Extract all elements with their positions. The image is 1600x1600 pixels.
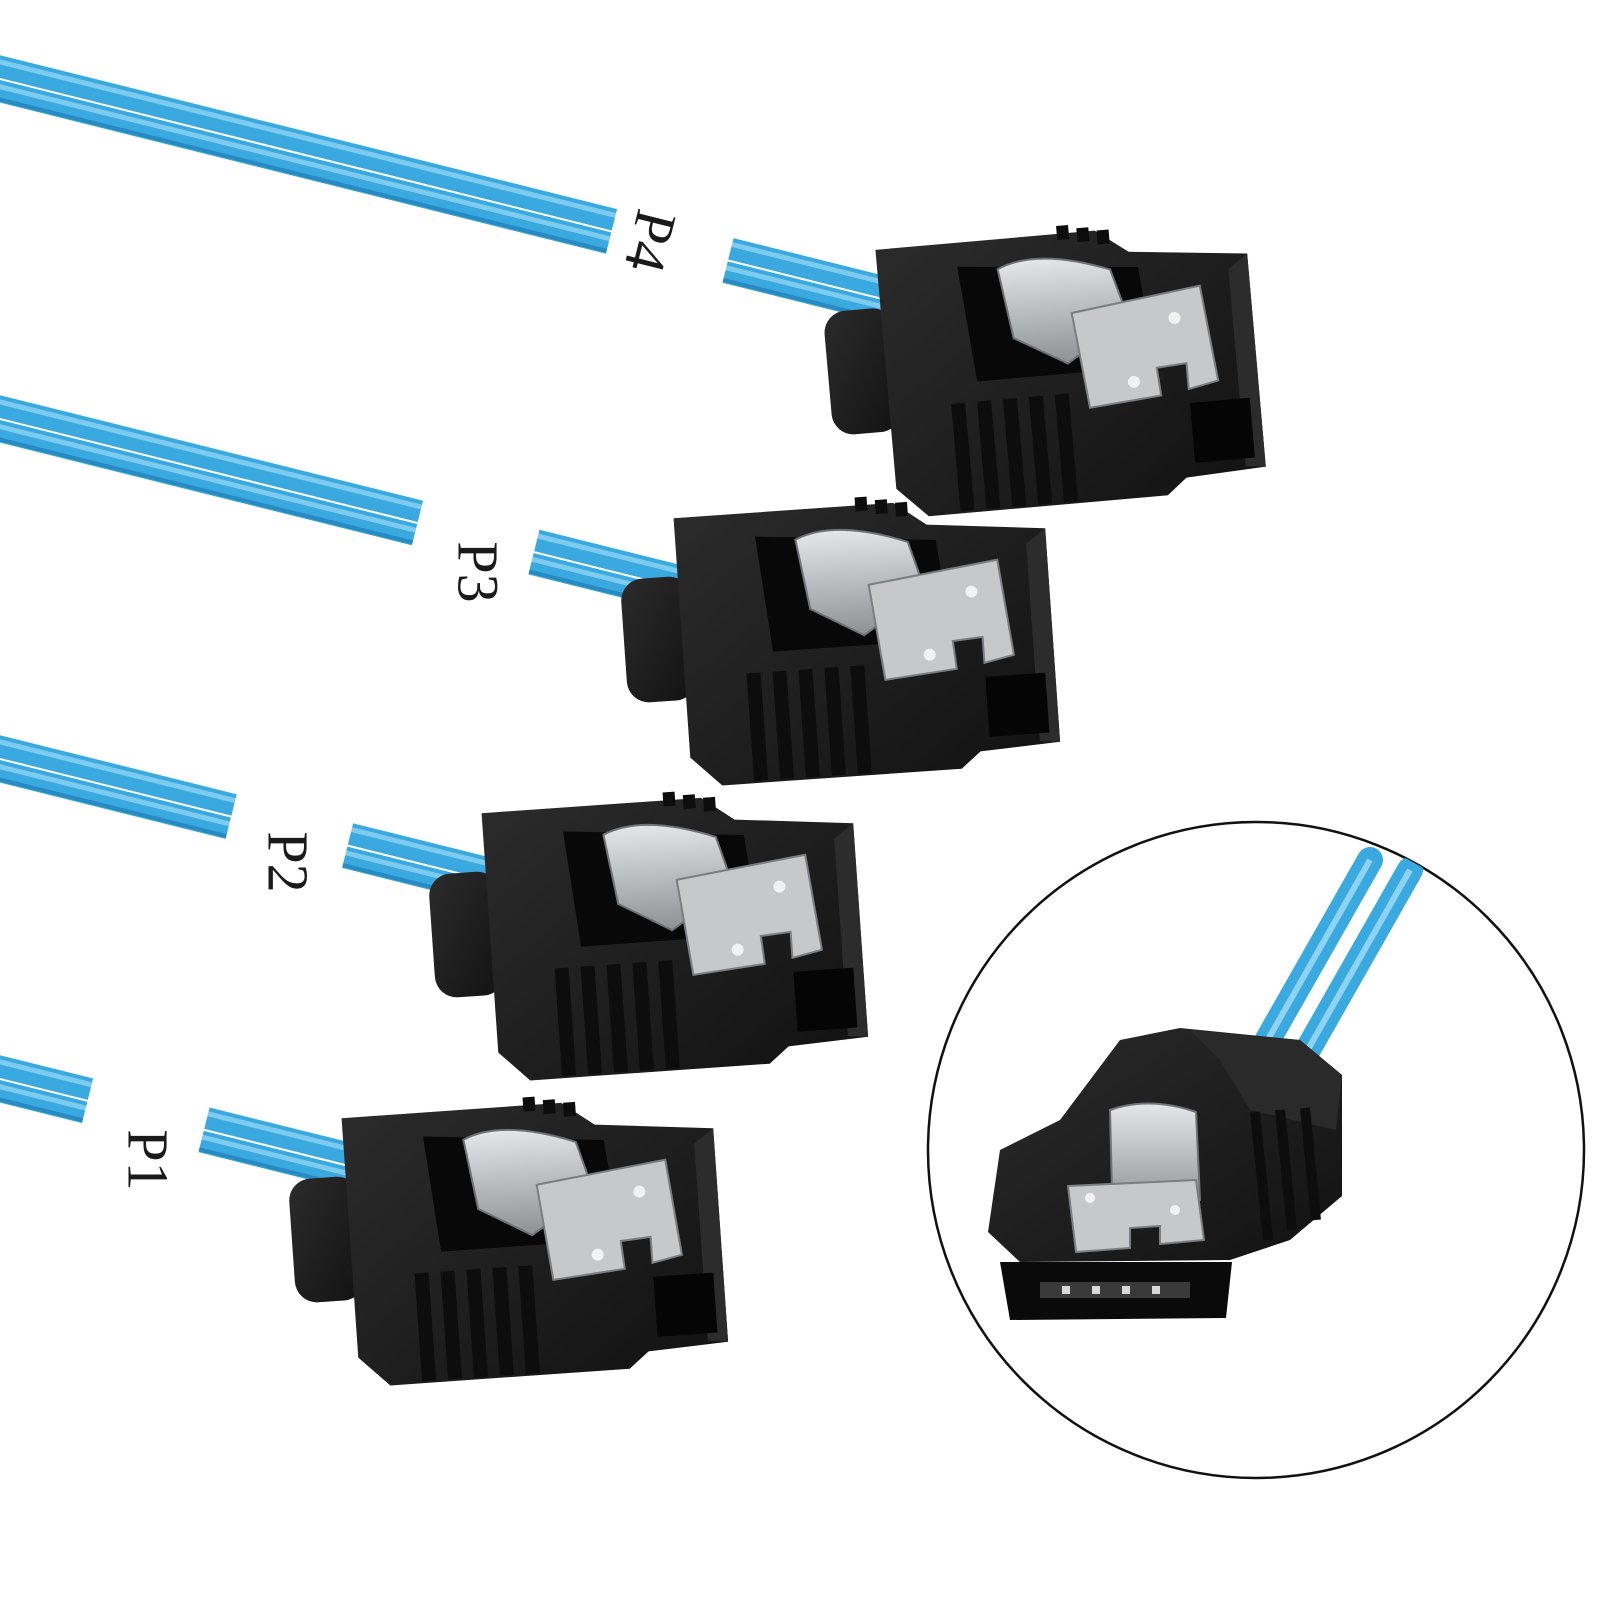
port-label-p4-text: P4 (612, 204, 690, 279)
port-label-p2 (222, 781, 356, 885)
port-label-p4 (603, 194, 737, 298)
cable-p1: P1 (0, 1047, 731, 1393)
detail-inset (926, 820, 1586, 1480)
port-label-p3-text: P3 (446, 541, 511, 602)
cable-p2: P2 (0, 727, 871, 1088)
port-label-p2-text: P2 (256, 831, 321, 892)
cable-p4: P4 (0, 47, 1269, 525)
port-label-p3 (409, 486, 543, 589)
cable-p3: P3 (0, 387, 1063, 793)
port-label-p1-text: P1 (116, 1129, 181, 1190)
port-label-p1 (78, 1066, 212, 1169)
